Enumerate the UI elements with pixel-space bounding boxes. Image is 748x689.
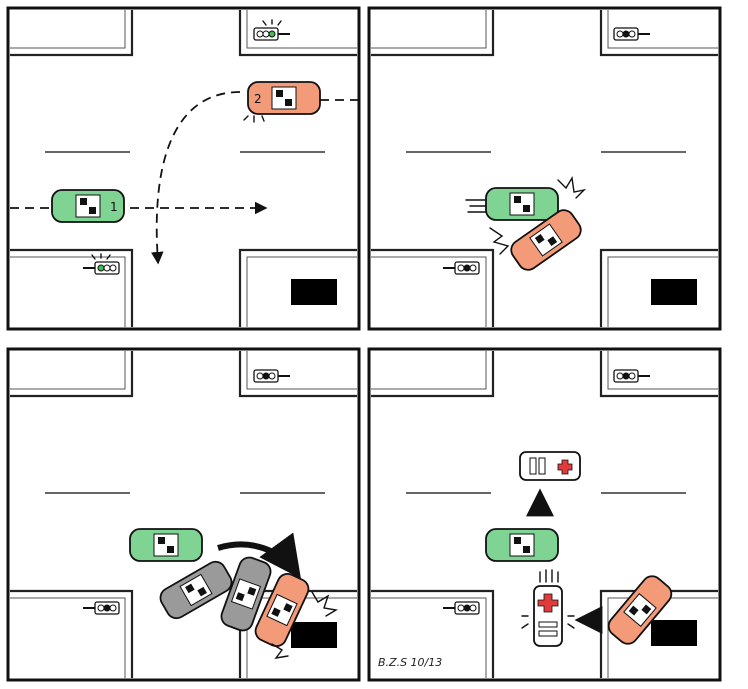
traffic-light-icon [443, 261, 480, 275]
panel-3 [6, 347, 361, 682]
black-block [291, 622, 337, 648]
car-2-icon: 2 [243, 81, 321, 123]
panel-1: 1 2 [6, 6, 361, 331]
car-1-icon [485, 187, 559, 221]
traffic-light-icon [83, 253, 120, 275]
car-2-icon [607, 575, 673, 645]
intersection-corners [10, 10, 357, 327]
impact-burst-icon [489, 227, 510, 255]
traffic-light-icon [253, 19, 290, 41]
car-2-icon [510, 209, 582, 271]
car-2-number: 2 [254, 92, 262, 106]
black-block [651, 279, 697, 305]
traffic-light-icon [613, 27, 650, 41]
traffic-light-icon [83, 601, 120, 615]
car-1-number: 1 [110, 200, 118, 214]
black-block [651, 620, 697, 646]
black-block [291, 279, 337, 305]
traffic-light-icon [613, 369, 650, 383]
car-1-icon [485, 528, 559, 562]
traffic-light-icon [253, 369, 290, 383]
swerve-arrow-icon [217, 532, 301, 579]
ambulance-icon [519, 451, 581, 481]
car-2-turn-arrow [151, 91, 241, 265]
crash-car-ghost-icon [159, 560, 233, 620]
car-1-icon: 1 [51, 189, 125, 223]
impact-burst-icon [271, 643, 289, 659]
traffic-light-icon [443, 601, 480, 615]
impact-burst-icon [557, 175, 587, 199]
speed-lines [465, 199, 489, 213]
artist-signature: B.Z.S 10/13 [378, 656, 442, 669]
panel-4: B.Z.S 10/13 [367, 347, 722, 682]
impact-burst-icon [311, 591, 338, 617]
crash-car-ghost-icon [220, 556, 272, 632]
car-1-icon [129, 528, 203, 562]
ambulance-icon [521, 569, 575, 647]
panel-2 [367, 6, 722, 331]
